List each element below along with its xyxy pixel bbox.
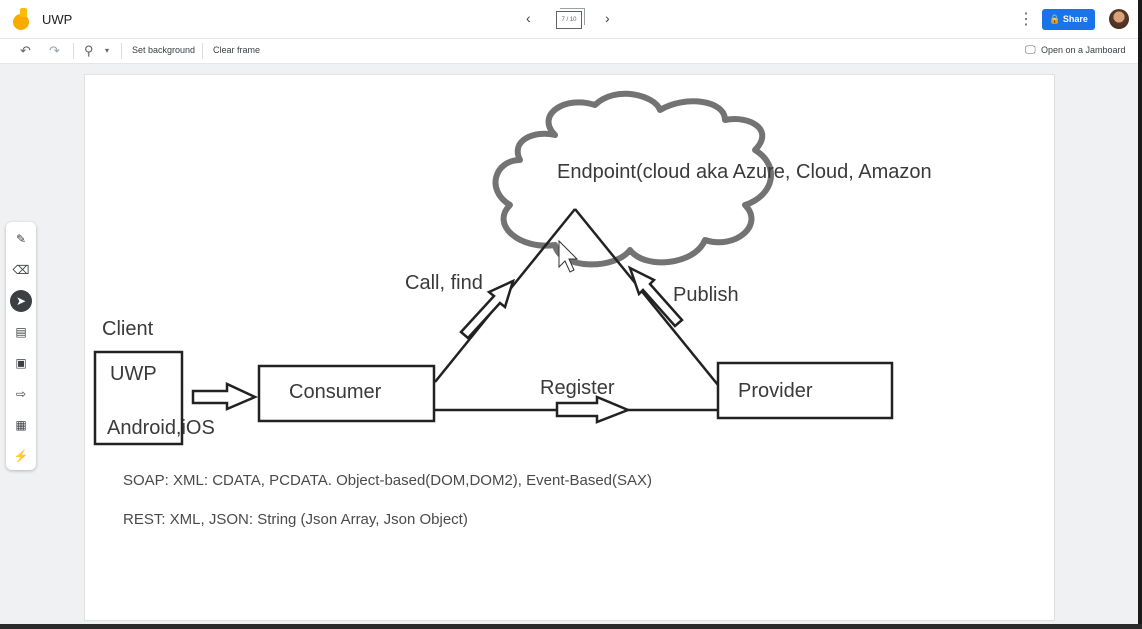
zoom-icon[interactable]: ⚲: [84, 43, 94, 58]
provider-label: Provider: [738, 380, 813, 402]
image-icon[interactable]: ▣: [15, 356, 27, 370]
client-consumer-arrow: [191, 382, 259, 411]
cloud-shape: [492, 90, 774, 268]
android-ios-label: Android,iOS: [107, 417, 215, 439]
share-button[interactable]: 🔒 Share: [1042, 9, 1095, 30]
taskbar-edge: [0, 624, 1142, 629]
toolbar-divider: [202, 43, 203, 59]
toolbar-divider: [121, 43, 122, 59]
open-jamboard-icon[interactable]: 🖵: [1025, 44, 1036, 56]
consumer-label: Consumer: [289, 381, 382, 403]
register-arrow: [555, 395, 632, 424]
uwp-label: UWP: [110, 363, 157, 385]
publish-arrow: [627, 265, 684, 328]
avatar[interactable]: [1109, 9, 1129, 29]
window-edge: [1138, 0, 1142, 629]
triangle-right-edge: [574, 208, 719, 386]
clear-frame-button[interactable]: Clear frame: [213, 45, 261, 55]
frame-indicator[interactable]: 7 / 10: [556, 8, 585, 29]
zoom-dropdown-icon[interactable]: ▾: [105, 46, 110, 55]
cloud-label: Endpoint(cloud aka Azure, Cloud, Amazon: [557, 161, 932, 183]
text-box-icon[interactable]: ▦: [15, 418, 27, 432]
sticky-note-icon[interactable]: ▤: [15, 325, 27, 339]
jamboard-logo[interactable]: [12, 7, 30, 31]
whiteboard-canvas[interactable]: Endpoint(cloud aka Azure, Cloud, Amazon …: [85, 75, 1054, 620]
soap-note: SOAP: XML: CDATA, PCDATA. Object-based(D…: [123, 472, 653, 489]
pen-icon[interactable]: ✎: [15, 232, 27, 246]
tool-palette: ✎ ⌫ ➤ ▤ ▣ ⇨ ▦ ⚡: [6, 222, 36, 470]
app-header: UWP ‹ 7 / 10 › ⋮ 🔒 Share: [0, 0, 1142, 39]
redo-icon[interactable]: ↷: [49, 43, 60, 58]
shape-icon[interactable]: ⇨: [15, 387, 27, 401]
open-on-jamboard-button[interactable]: Open on a Jamboard: [1041, 45, 1126, 55]
select-icon[interactable]: ➤: [10, 290, 32, 312]
previous-frame-icon[interactable]: ‹: [526, 10, 531, 26]
undo-icon[interactable]: ↶: [20, 43, 31, 58]
provider-box: [716, 361, 894, 420]
document-title[interactable]: UWP: [42, 12, 73, 27]
toolbar: ↶ ↷ ⚲ ▾ Set background Clear frame 🖵 Ope…: [0, 39, 1142, 64]
board-drawing: [93, 90, 894, 446]
consumer-box: [257, 364, 436, 423]
client-label: Client: [102, 318, 154, 340]
laser-icon[interactable]: ⚡: [13, 449, 29, 463]
eraser-icon[interactable]: ⌫: [12, 263, 30, 277]
lock-icon: 🔒: [1049, 14, 1061, 24]
more-options-icon[interactable]: ⋮: [1018, 11, 1034, 28]
share-button-label: Share: [1062, 14, 1088, 24]
call-find-label: Call, find: [405, 272, 483, 294]
rest-note: REST: XML, JSON: String (Json Array, Jso…: [123, 511, 468, 528]
toolbar-divider: [73, 43, 74, 59]
next-frame-icon[interactable]: ›: [605, 10, 610, 26]
register-label: Register: [540, 377, 615, 399]
client-box: [93, 350, 184, 446]
mouse-cursor: [558, 239, 579, 273]
set-background-button[interactable]: Set background: [132, 45, 196, 55]
call-find-arrow: [459, 278, 516, 340]
publish-label: Publish: [673, 284, 739, 306]
